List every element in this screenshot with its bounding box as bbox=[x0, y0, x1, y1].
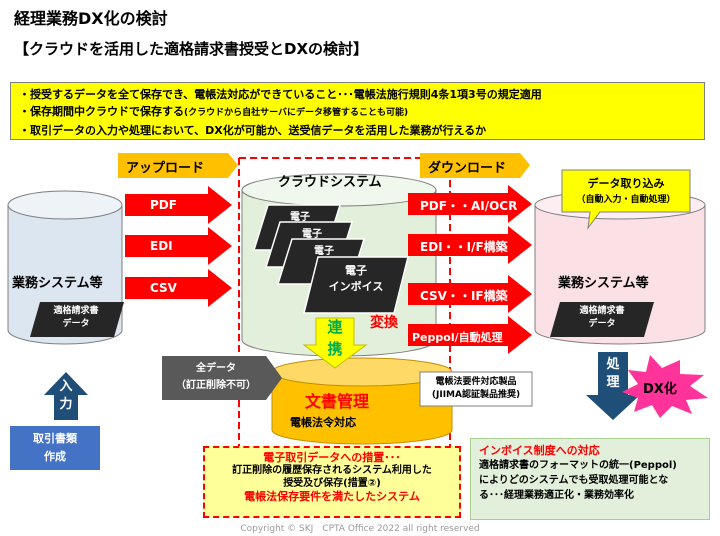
renkei-label: 連 携 bbox=[322, 316, 348, 360]
all-data-shape bbox=[162, 356, 282, 400]
upload-arrow-edi bbox=[125, 227, 232, 265]
dashed-line1: 電子取引データへの措置･･･ bbox=[263, 451, 401, 464]
upload-arrow-csv-label: CSV bbox=[150, 281, 177, 295]
torihiki-line1: 取引書類 bbox=[33, 432, 77, 445]
process-arrow bbox=[586, 352, 640, 420]
bunsho-cylinder bbox=[271, 357, 453, 445]
download-arrow-pdf-label: PDF・・AI/OCR bbox=[420, 199, 518, 213]
cloud-doc-front-line1: 電子 bbox=[345, 264, 367, 277]
input-char-1: 入 bbox=[59, 379, 73, 394]
left-system-title: 業務システム等 bbox=[12, 276, 103, 291]
dashed-line4: 電帳法保存要件を満たしたシステム bbox=[244, 490, 420, 503]
right-doc-line1: 適格請求書 bbox=[579, 306, 625, 316]
data-intake-label: データ取り込み （自動入力・自動処理） bbox=[564, 176, 688, 208]
download-label: ダウンロード bbox=[428, 161, 507, 176]
process-char-2: 理 bbox=[606, 375, 620, 390]
page-subtitle: 【クラウドを活用した適格請求書授受とDXの検討】 bbox=[14, 40, 369, 58]
requirements-box: ・授受するデータを全て保存でき、電帳法対応ができていること･･･電帳法施行規則4… bbox=[10, 82, 705, 140]
all-data-line1: 全データ bbox=[196, 363, 236, 374]
download-arrow-pdf bbox=[408, 185, 532, 223]
cloud-label: クラウドシステム bbox=[278, 175, 382, 190]
right-doc-line2: データ bbox=[588, 319, 616, 329]
download-arrow-csv-label: CSV・・IF構築 bbox=[420, 289, 508, 303]
bunsho-sub: 電帳法令対応 bbox=[290, 416, 356, 429]
download-arrow-edi bbox=[408, 226, 532, 264]
products-label: 電帳法要件対応製品 (JIIMA認証製品推奨) bbox=[421, 376, 531, 402]
input-label: 入 力 bbox=[54, 378, 78, 414]
all-data-line2: （訂正削除不可） bbox=[176, 380, 256, 391]
download-arrow-peppol bbox=[408, 316, 532, 354]
invoice-box: インボイス制度への対応 適格請求書のフォーマットの統一(Peppol) によりど… bbox=[470, 438, 710, 520]
input-arrow bbox=[44, 372, 88, 420]
henkan-label: 変換 bbox=[370, 315, 398, 331]
note-line-2-main: ・保存期間中クラウドで保存する bbox=[19, 105, 184, 118]
products-line1: 電帳法要件対応製品 bbox=[435, 377, 517, 387]
upload-arrow-pdf bbox=[125, 186, 232, 224]
data-intake-line2: （自動入力・自動処理） bbox=[576, 195, 676, 205]
dashed-requirement-box: 電子取引データへの措置･･･ 訂正削除の履歴保存されるシステム利用した 授受及び… bbox=[203, 446, 461, 518]
dx-burst-shape bbox=[622, 355, 708, 418]
data-intake-line1: データ取り込み bbox=[587, 177, 665, 190]
invoice-line3: る･･･経理業務適正化・業務効率化 bbox=[479, 490, 634, 501]
bunsho-title: 文書管理 bbox=[305, 392, 370, 411]
invoice-line2: によりどのシステムでも受取処理可能とな bbox=[479, 475, 669, 486]
copyright: Copyright © SKJ CPTA Office 2022 all rig… bbox=[240, 524, 480, 534]
cloud-doc-front-line2: インボイス bbox=[328, 280, 384, 293]
note-line-2: ・保存期間中クラウドで保存する(クラウドから自社サーバにデータ移管することも可能… bbox=[19, 103, 696, 122]
renkei-char-1: 連 bbox=[327, 318, 343, 336]
torihiki-label: 取引書類 作成 bbox=[10, 430, 100, 466]
cloud-doc-back-label-3: 電子 bbox=[314, 246, 334, 257]
right-system-title: 業務システム等 bbox=[558, 276, 649, 291]
cloud-doc-back-label-1: 電子 bbox=[290, 212, 310, 223]
renkei-arrow bbox=[302, 317, 368, 369]
cloud-doc-back-label-2: 電子 bbox=[302, 229, 322, 240]
invoice-line1: 適格請求書のフォーマットの統一(Peppol) bbox=[479, 460, 677, 471]
upload-arrow-pdf-label: PDF bbox=[150, 198, 177, 212]
left-doc-line2: データ bbox=[62, 319, 90, 329]
upload-arrow-csv bbox=[125, 269, 232, 307]
all-data-label: 全データ （訂正削除不可） bbox=[164, 360, 268, 394]
upload-arrow-edi-label: EDI bbox=[150, 239, 173, 253]
note-line-1: ・授受するデータを全て保存でき、電帳法対応ができていること･･･電帳法施行規則4… bbox=[19, 88, 542, 101]
left-doc-line1: 適格請求書 bbox=[53, 306, 99, 316]
dx-burst-label: DX化 bbox=[643, 382, 677, 397]
products-line2: (JIIMA認証製品推奨) bbox=[431, 390, 521, 400]
right-doc-label: 適格請求書 データ bbox=[554, 305, 650, 331]
torihiki-box bbox=[10, 426, 100, 470]
left-doc-shape bbox=[30, 302, 124, 337]
note-line-2-small: (クラウドから自社サーバにデータ移管することも可能) bbox=[184, 108, 409, 118]
right-doc-shape bbox=[550, 302, 654, 337]
input-char-2: 力 bbox=[59, 397, 73, 412]
download-arrow-edi-label: EDI・・I/F構築 bbox=[420, 240, 508, 254]
data-intake-callout bbox=[561, 169, 691, 230]
products-box bbox=[419, 371, 533, 407]
download-banner bbox=[420, 153, 530, 178]
cloud-doc-front-label: 電子 インボイス bbox=[314, 263, 398, 295]
download-arrow-peppol-label: Peppol/自動処理 bbox=[412, 331, 503, 344]
page-title: 経理業務DX化の検討 bbox=[14, 9, 168, 28]
torihiki-line2: 作成 bbox=[44, 450, 66, 463]
invoice-title: インボイス制度への対応 bbox=[479, 444, 600, 457]
process-label: 処 理 bbox=[600, 356, 626, 392]
left-doc-label: 適格請求書 データ bbox=[32, 305, 120, 331]
dashed-line3: 授受及び保存(措置②) bbox=[283, 478, 381, 489]
renkei-char-2: 携 bbox=[327, 340, 343, 358]
dashed-line2: 訂正削除の履歴保存されるシステム利用した bbox=[232, 465, 432, 476]
download-arrow-csv bbox=[408, 275, 532, 313]
upload-banner bbox=[118, 153, 238, 178]
process-char-1: 処 bbox=[606, 357, 620, 372]
cloud-doc-front bbox=[303, 256, 409, 314]
note-line-3: ・取引データの入力や処理において、DX化が可能か、送受信データを活用した業務が行… bbox=[19, 124, 487, 137]
upload-label: アップロード bbox=[126, 161, 205, 176]
